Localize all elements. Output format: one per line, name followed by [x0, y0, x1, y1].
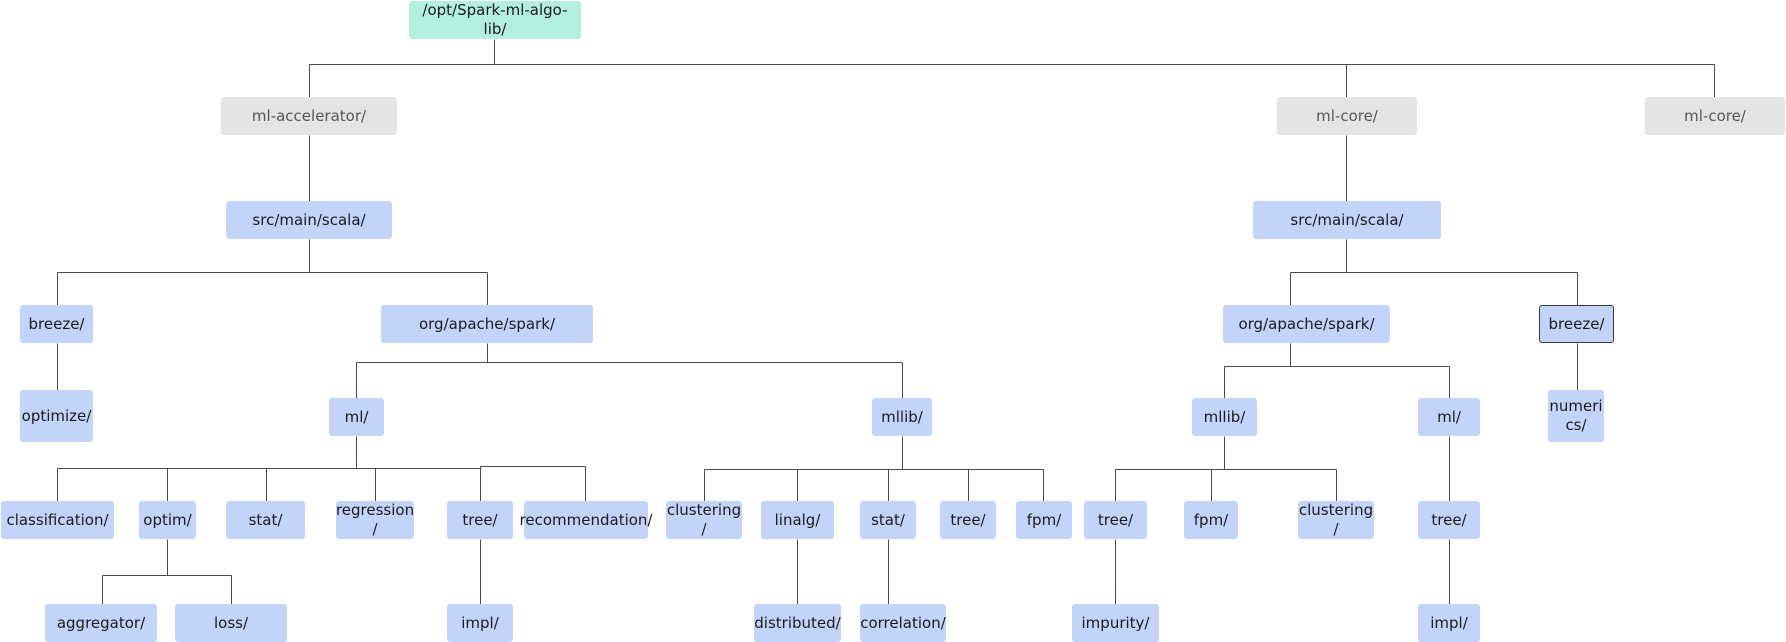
node-acc-org-apache-spark[interactable]: org/apache/spark/ [381, 305, 593, 343]
node-acc-src-main-scala[interactable]: src/main/scala/ [226, 201, 392, 239]
node-ml-accelerator[interactable]: ml-accelerator/ [221, 97, 397, 135]
node-core-mllib-fpm[interactable]: fpm/ [1184, 501, 1238, 539]
node-core-ml-tree-impl[interactable]: impl/ [1418, 604, 1480, 642]
node-acc-mllib-fpm[interactable]: fpm/ [1016, 501, 1072, 539]
node-acc-ml-optim[interactable]: optim/ [139, 501, 196, 539]
node-acc-ml-tree-impl[interactable]: impl/ [447, 604, 513, 642]
node-acc-ml-stat[interactable]: stat/ [226, 501, 305, 539]
node-core-org-apache-spark[interactable]: org/apache/spark/ [1223, 305, 1390, 343]
node-core-mllib[interactable]: mllib/ [1192, 398, 1257, 436]
node-ml-core-1[interactable]: ml-core/ [1277, 97, 1417, 135]
node-acc-linalg-distributed[interactable]: distributed/ [754, 604, 841, 642]
node-acc-optim-loss[interactable]: loss/ [175, 604, 287, 642]
node-core-mllib-tree[interactable]: tree/ [1084, 501, 1147, 539]
node-ml-core-2[interactable]: ml-core/ [1645, 97, 1785, 135]
node-core-mllib-tree-impurity[interactable]: impurity/ [1072, 604, 1159, 642]
node-core-ml-tree[interactable]: tree/ [1418, 501, 1480, 539]
node-acc-breeze[interactable]: breeze/ [20, 305, 93, 343]
node-acc-ml-tree[interactable]: tree/ [447, 501, 513, 539]
node-acc-mllib-linalg[interactable]: linalg/ [761, 501, 834, 539]
node-core-mllib-clustering[interactable]: clustering / [1298, 501, 1374, 539]
node-acc-optimize[interactable]: optimize/ [20, 390, 93, 442]
node-acc-ml[interactable]: ml/ [329, 398, 384, 436]
node-root[interactable]: /opt/Spark-ml-algo-lib/ [409, 1, 581, 39]
node-acc-ml-recommendation[interactable]: recommendation/ [520, 501, 652, 539]
node-core-numerics[interactable]: numeri cs/ [1548, 390, 1604, 442]
node-acc-stat-correlation[interactable]: correlation/ [860, 604, 946, 642]
node-acc-ml-regression[interactable]: regression / [335, 501, 415, 539]
node-acc-mllib[interactable]: mllib/ [872, 398, 932, 436]
node-core-ml[interactable]: ml/ [1418, 398, 1480, 436]
node-acc-mllib-clustering[interactable]: clustering / [666, 501, 742, 539]
node-acc-mllib-stat[interactable]: stat/ [860, 501, 916, 539]
node-acc-ml-classification[interactable]: classification/ [1, 501, 114, 539]
node-core-breeze[interactable]: breeze/ [1539, 305, 1614, 343]
node-acc-optim-aggregator[interactable]: aggregator/ [45, 604, 157, 642]
node-acc-mllib-tree[interactable]: tree/ [940, 501, 996, 539]
node-core-src-main-scala[interactable]: src/main/scala/ [1253, 201, 1441, 239]
